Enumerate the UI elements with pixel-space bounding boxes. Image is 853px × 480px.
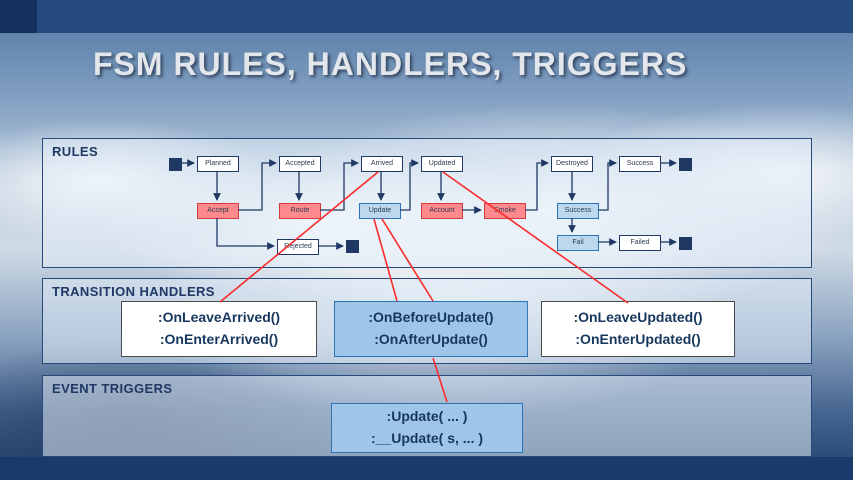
handler-line: :OnAfterUpdate() <box>374 331 488 347</box>
fsm-state-accepted: Accepted <box>279 156 321 172</box>
fsm-state-arrived: Arrived <box>361 156 403 172</box>
fsm-endpoint-failed <box>679 237 692 250</box>
fsm-state-failed: Failed <box>619 235 661 251</box>
event-triggers-header: EVENT TRIGGERS <box>52 381 173 396</box>
transition-handlers-header: TRANSITION HANDLERS <box>52 284 215 299</box>
rules-panel-header: RULES <box>52 144 99 159</box>
fsm-transition-success: Success <box>557 203 599 219</box>
fsm-endpoint-success <box>679 158 692 171</box>
trigger-line: :Update( ... ) <box>386 408 468 425</box>
top-bar <box>0 0 853 33</box>
fsm-state-rejected: Rejected <box>277 239 319 255</box>
handler-box-arrived: :OnLeaveArrived() :OnEnterArrived() <box>121 301 317 357</box>
handler-line: :OnBeforeUpdate() <box>368 309 494 326</box>
fsm-state-updated: Updated <box>421 156 463 172</box>
event-triggers-panel: EVENT TRIGGERS :Update( ... ) :__Update(… <box>42 375 812 457</box>
bottom-bar <box>0 457 853 480</box>
handler-line: :OnEnterArrived() <box>159 331 279 347</box>
fsm-transition-fail: Fail <box>557 235 599 251</box>
handler-line: :OnLeaveUpdated() <box>573 309 703 326</box>
rules-panel: RULES Planned Accepted Arrived Updated D… <box>42 138 812 268</box>
trigger-line: :__Update( s, ... ) <box>370 430 484 446</box>
top-bar-accent <box>0 0 37 33</box>
fsm-transition-accept: Accept <box>197 203 239 219</box>
fsm-state-planned: Planned <box>197 156 239 172</box>
fsm-transition-route: Route <box>279 203 321 219</box>
trigger-box-update: :Update( ... ) :__Update( s, ... ) <box>331 403 523 453</box>
handler-box-updated: :OnLeaveUpdated() :OnEnterUpdated() <box>541 301 735 357</box>
page-title: FSM RULES, HANDLERS, TRIGGERS <box>93 46 688 82</box>
handler-line: :OnEnterUpdated() <box>575 331 701 347</box>
fsm-endpoint-start <box>169 158 182 171</box>
fsm-transition-smoke: Smoke <box>484 203 526 219</box>
handler-box-update: :OnBeforeUpdate() :OnAfterUpdate() <box>334 301 528 357</box>
handler-line: :OnLeaveArrived() <box>157 309 281 326</box>
fsm-state-destroyed: Destroyed <box>551 156 593 172</box>
transition-handlers-panel: TRANSITION HANDLERS :OnLeaveArrived() :O… <box>42 278 812 364</box>
fsm-state-success: Success <box>619 156 661 172</box>
fsm-transition-account: Account <box>421 203 463 219</box>
fsm-transition-update: Update <box>359 203 401 219</box>
fsm-endpoint-rejected <box>346 240 359 253</box>
